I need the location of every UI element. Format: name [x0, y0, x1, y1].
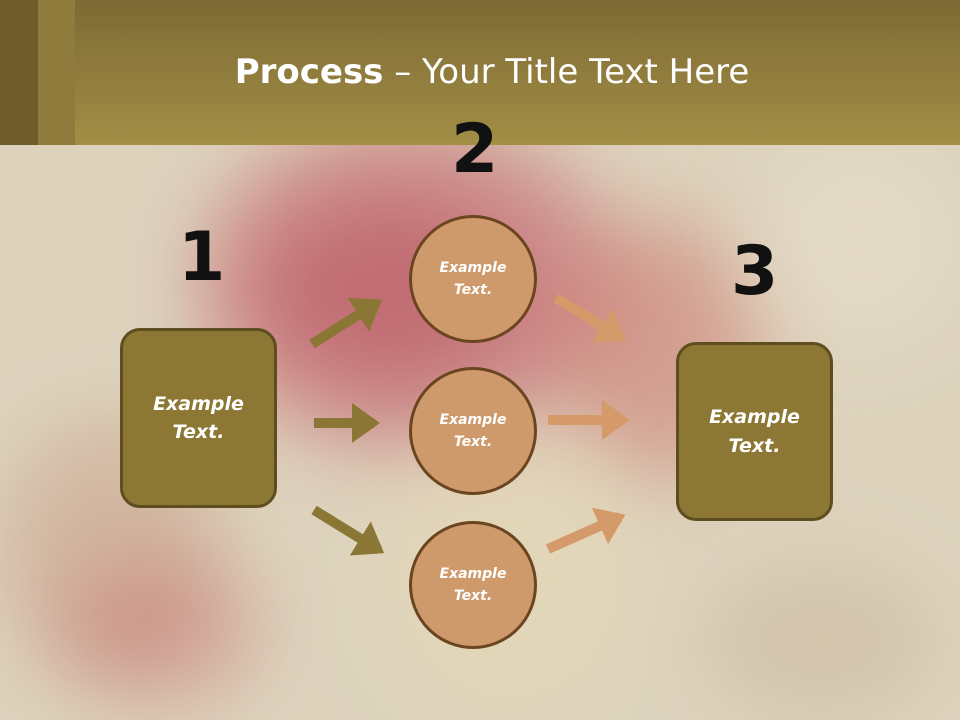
circle-bottom-text: Example Text. — [439, 565, 507, 604]
step-number-1: 1 — [178, 218, 226, 297]
slide-title: Process – Your Title Text Here — [0, 52, 960, 92]
title-bar — [0, 0, 960, 145]
decor-strip — [0, 0, 38, 145]
start-box[interactable]: Example Text. — [120, 328, 277, 508]
step-number-2: 2 — [451, 110, 499, 189]
arrow-from-circle-top — [553, 293, 627, 343]
arrow-from-circle-bottom — [545, 507, 626, 554]
end-box[interactable]: Example Text. — [676, 342, 833, 521]
circle-middle[interactable]: Example Text. — [409, 367, 537, 495]
title-bold: Process — [234, 52, 384, 92]
arrow-to-circle-bottom — [311, 505, 385, 556]
start-box-text: Example Text. — [153, 392, 244, 444]
circle-top[interactable]: Example Text. — [409, 215, 537, 343]
step-number-3: 3 — [731, 232, 779, 311]
circle-middle-text: Example Text. — [439, 411, 507, 450]
circle-bottom[interactable]: Example Text. — [409, 521, 537, 649]
title-rest: – Your Title Text Here — [383, 52, 750, 92]
circle-top-text: Example Text. — [439, 259, 507, 298]
end-box-text: Example Text. — [709, 406, 800, 457]
decor-strip — [38, 0, 75, 145]
arrow-to-circle-top — [309, 297, 383, 349]
